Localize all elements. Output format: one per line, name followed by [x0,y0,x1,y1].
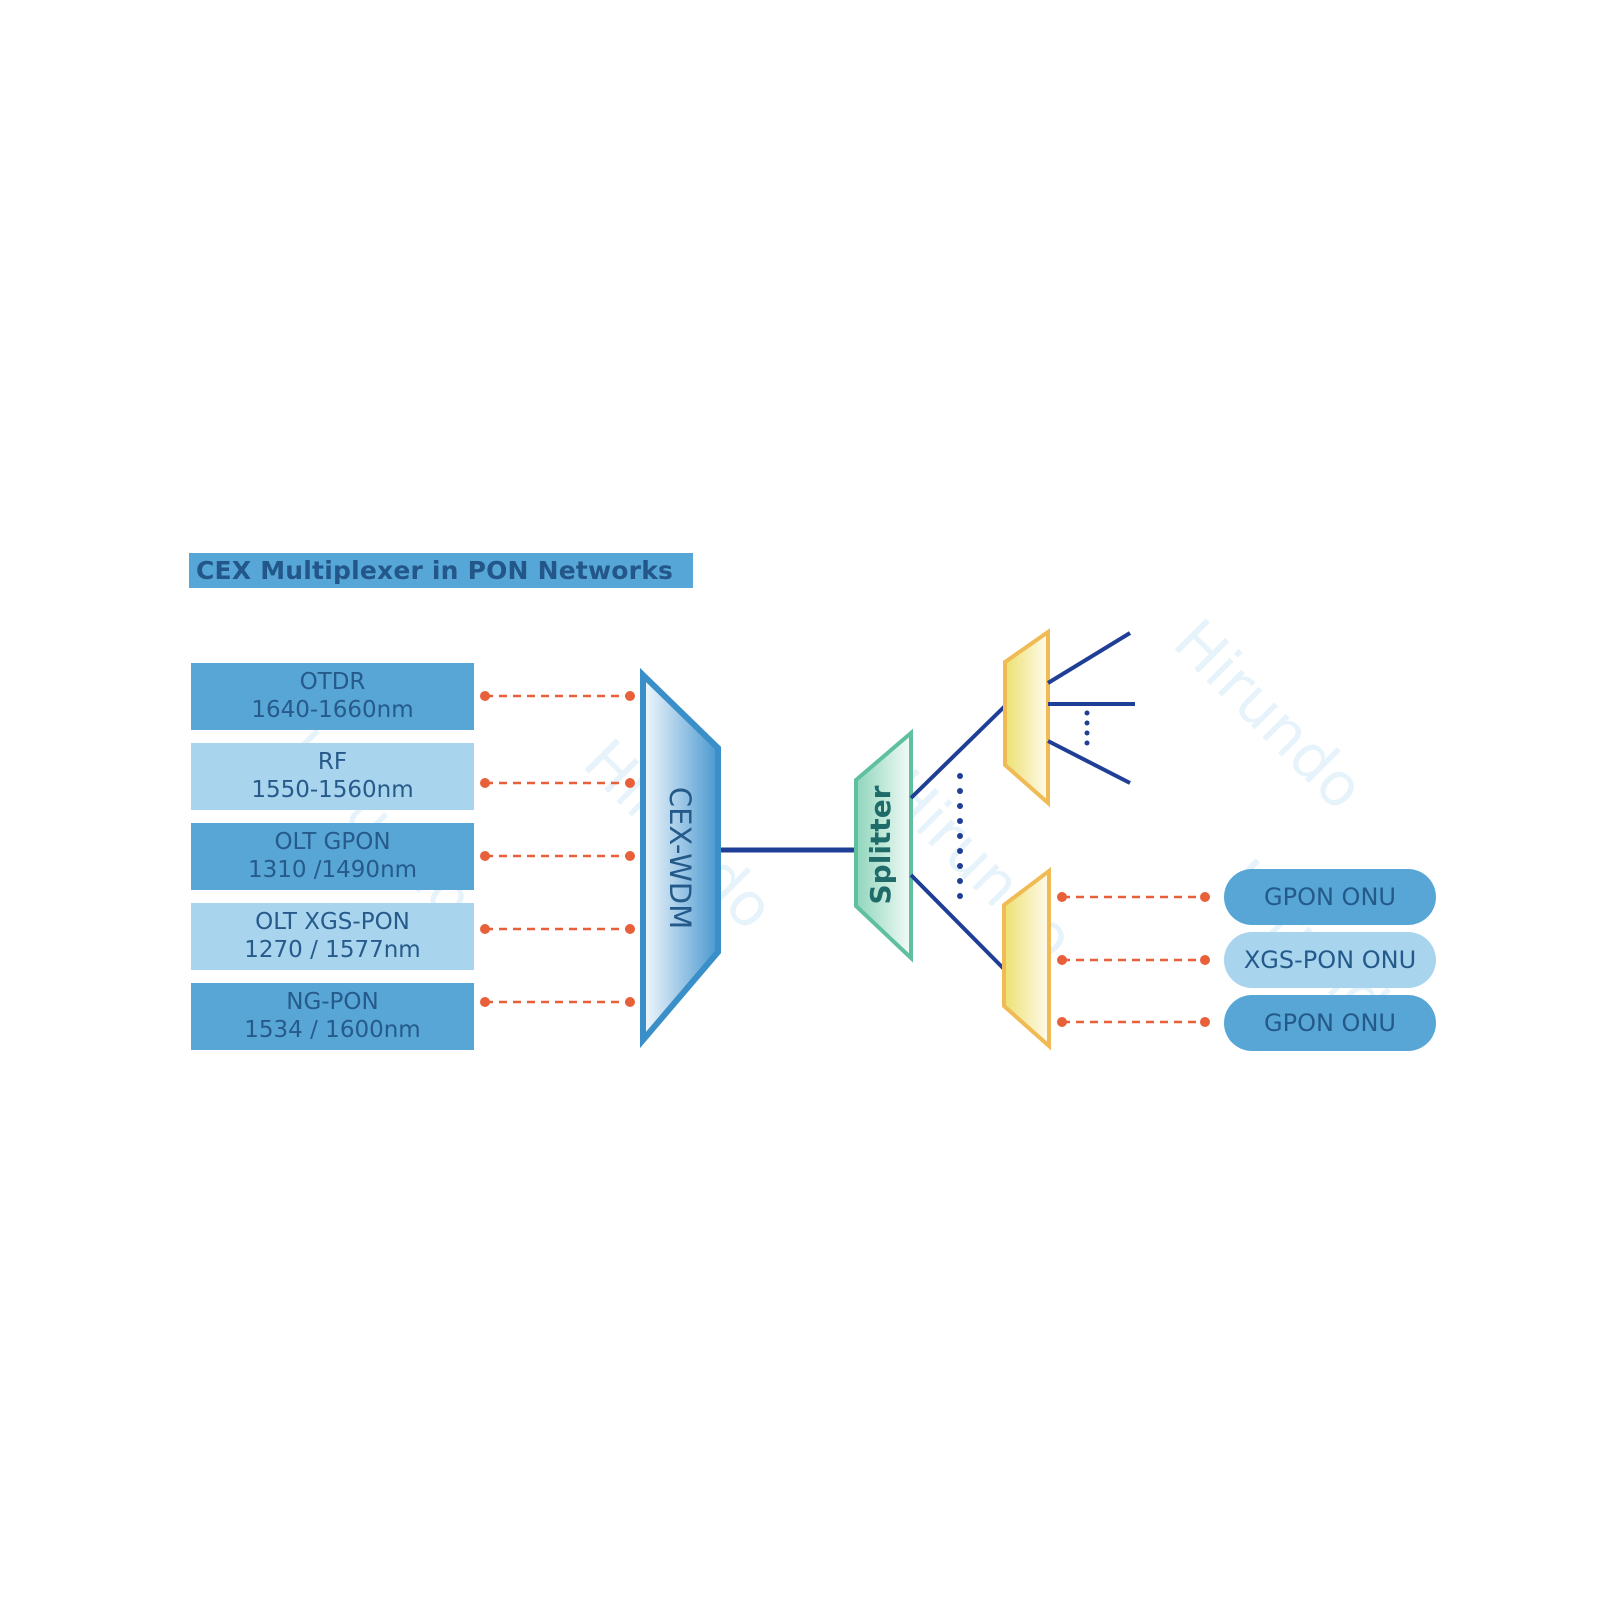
link-dot [1200,892,1210,902]
link-dot [1057,955,1067,965]
onu-xgs-pon: XGS-PON ONU [1224,932,1436,988]
source-wavelength: 1310 /1490nm [247,857,418,883]
link-dot [1200,1017,1210,1027]
link-dot [480,924,490,934]
source-wavelength: 1270 / 1577nm [244,937,421,963]
source-box-rf: RF 1550-1560nm [191,743,474,810]
link-dot [625,691,635,701]
source-wavelength: 1640-1660nm [251,697,414,723]
splitter-output-fiber [909,704,1007,800]
diagram-title: CEX Multiplexer in PON Networks [189,553,693,588]
cex-wdm-mux [640,667,721,1049]
link-dot [480,851,490,861]
link-dot [1057,892,1067,902]
source-box-ng-pon: NG-PON 1534 / 1600nm [191,983,474,1050]
source-wavelength: 1550-1560nm [251,777,414,803]
source-name: NG-PON [286,989,379,1015]
onu-gpon-2: GPON ONU [1224,995,1436,1051]
source-name: OLT XGS-PON [255,909,410,935]
onu-gpon-1: GPON ONU [1224,869,1436,925]
source-wavelength: 1534 / 1600nm [244,1017,421,1043]
link-dot [480,778,490,788]
onu-links [1057,892,1210,1027]
splitter-label: Splitter [864,785,897,904]
source-box-olt-gpon: OLT GPON 1310 /1490nm [191,823,474,890]
link-dot [1057,1017,1067,1027]
link-dot [480,997,490,1007]
link-dot [1200,955,1210,965]
sub-splitter-lower [1002,866,1051,1051]
ellipsis-dots [1084,710,1090,746]
link-dot [480,691,490,701]
sub-splitter-upper [1003,628,1050,808]
link-dot [625,924,635,934]
source-name: RF [317,749,348,775]
source-name: OLT GPON [274,829,391,855]
link-dot [625,851,635,861]
source-links [480,691,635,1007]
splitter-output-fiber [909,873,1007,972]
ellipsis-dots [957,773,963,899]
source-name: OTDR [299,669,366,695]
source-box-olt-xgs-pon: OLT XGS-PON 1270 / 1577nm [191,903,474,970]
link-dot [625,778,635,788]
link-dot [625,997,635,1007]
mux-label: CEX-WDM [663,787,697,929]
drop-fiber [1046,631,1132,685]
splitter [854,728,913,963]
drop-fiber [1047,739,1131,785]
source-box-otdr: OTDR 1640-1660nm [191,663,474,730]
